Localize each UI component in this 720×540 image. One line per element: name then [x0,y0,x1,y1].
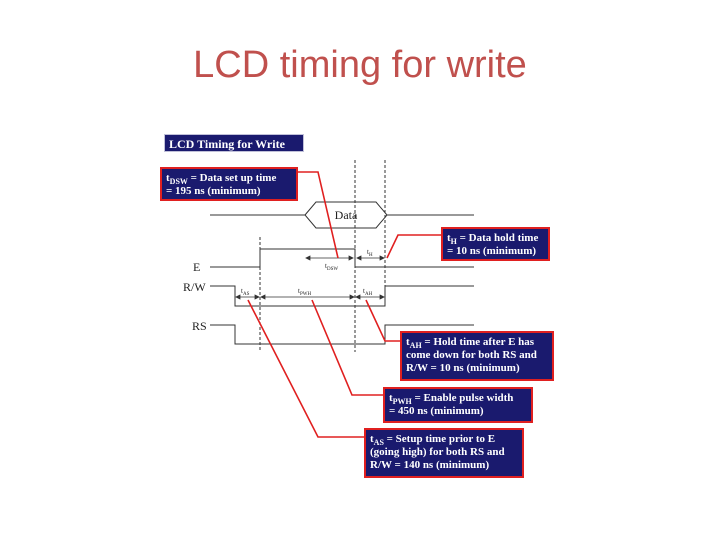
e-waveform [210,248,474,268]
tick-label-tdsw: tDSW [325,262,338,272]
figure-heading: LCD Timing for Write [164,134,304,152]
tick-label-tah: tAH [363,287,373,297]
callout-tdsw: tDSW = Data set up time = 195 ns (minimu… [160,167,298,201]
data-waveform [210,201,474,229]
signal-label-rs: RS [192,319,207,333]
guide-lines [259,160,386,352]
callout-tas: tAS = Setup time prior to E (going high)… [364,428,524,478]
callout-tpwh: tPWH = Enable pulse width = 450 ns (mini… [383,387,533,423]
tick-label-tpwh: tPWH [298,287,311,297]
tick-label-tas: tAS [241,287,250,297]
signal-label-e: E [193,260,200,274]
rs-waveform [210,324,474,345]
signal-label-rw: R/W [183,280,206,294]
data-label: Data [335,208,358,222]
rw-waveform [210,285,474,307]
slide-title: LCD timing for write [193,44,527,86]
tick-label-th: tH [367,248,373,258]
timing-arrows [235,255,385,300]
leader-lines [247,171,441,438]
callout-th: tH = Data hold time = 10 ns (minimum) [441,227,550,261]
callout-tah: tAH = Hold time after E has come down fo… [400,331,554,381]
